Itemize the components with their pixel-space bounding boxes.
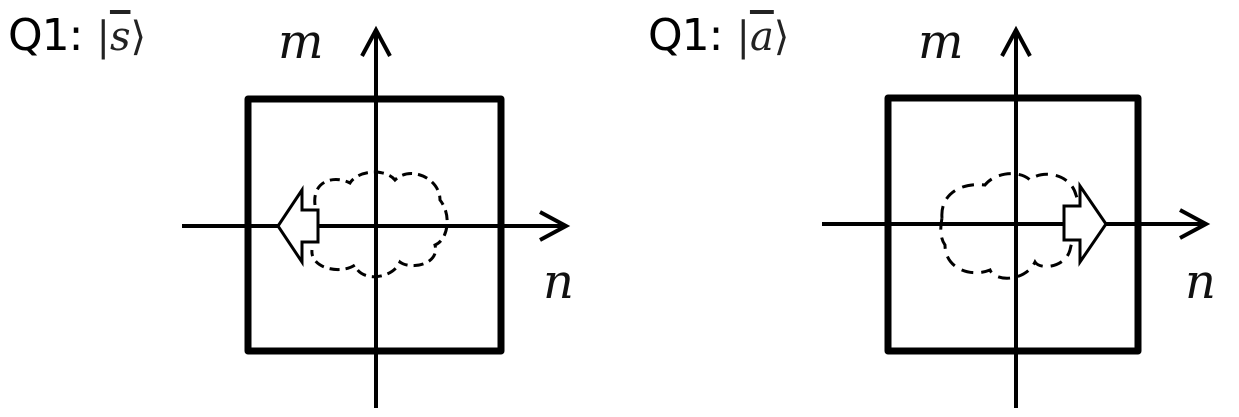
ket-symbol: s bbox=[109, 14, 131, 60]
diagram-panel-s: Q1: |s⟩ m n bbox=[8, 14, 574, 408]
y-axis-arrowhead bbox=[1000, 25, 1032, 57]
ket-open: | bbox=[96, 14, 110, 60]
axis-x-label: n bbox=[543, 254, 574, 310]
diagram-title: Q1: |s⟩ bbox=[8, 14, 146, 58]
ket-close: ⟩ bbox=[130, 14, 147, 60]
x-axis-arrowhead bbox=[1179, 208, 1211, 240]
y-axis-arrowhead bbox=[360, 25, 392, 57]
diagram-panel-a: Q1: |a⟩ m n bbox=[640, 0, 1239, 417]
ket-label: |a⟩ bbox=[736, 14, 789, 60]
ket-open: | bbox=[736, 14, 750, 60]
x-axis-arrowhead bbox=[539, 210, 571, 242]
axis-x-label: n bbox=[1185, 254, 1216, 310]
diagram-title: Q1: |a⟩ bbox=[648, 14, 789, 58]
dashed-cloud bbox=[939, 172, 1080, 280]
ket-label: |s⟩ bbox=[96, 14, 146, 60]
ket-close: ⟩ bbox=[773, 14, 790, 60]
title-prefix: Q1: bbox=[648, 10, 723, 61]
dashed-cloud bbox=[310, 170, 449, 279]
diagram-canvas bbox=[182, 25, 571, 408]
arrow-right-icon bbox=[1062, 181, 1108, 267]
title-prefix: Q1: bbox=[8, 10, 83, 61]
diagram-canvas bbox=[822, 25, 1211, 408]
axis-y-label: m bbox=[918, 14, 964, 70]
arrow-left-icon bbox=[276, 185, 320, 267]
axis-y-label: m bbox=[278, 14, 324, 70]
ket-symbol: a bbox=[749, 14, 774, 60]
